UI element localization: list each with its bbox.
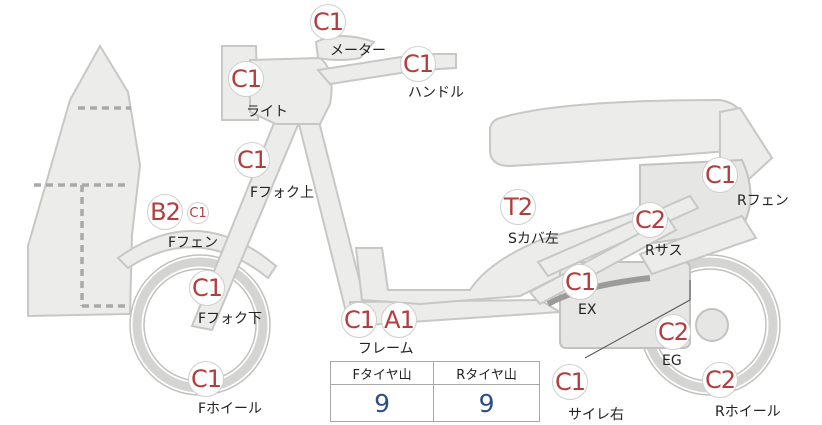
front-leg-shield <box>27 44 142 318</box>
front-wheel-label: Fホイール <box>198 401 263 417</box>
front-tire-header: Fタイヤ山 <box>329 361 435 385</box>
muffler-right-label: サイレ右 <box>568 407 624 423</box>
fork-lower-label: Fフォク下 <box>198 311 263 327</box>
frame-sub-grade-badge: A1 <box>381 302 417 338</box>
front-tire-value: 9 <box>329 384 435 422</box>
light-label: ライト <box>246 104 288 120</box>
muffler-leader-line <box>584 299 691 359</box>
light-grade-badge: C1 <box>228 61 264 97</box>
tire-tread-table: Fタイヤ山 Rタイヤ山 9 9 <box>329 361 540 422</box>
rear-tire-header: Rタイヤ山 <box>433 361 540 385</box>
frame-downtube-shape <box>294 108 368 314</box>
engine-label: EG <box>662 353 682 369</box>
rear-suspension-shape <box>638 214 758 276</box>
shield-dash-lines <box>34 106 131 308</box>
muffler-right-grade-badge: C1 <box>552 364 588 400</box>
frame-grade-badge: C1 <box>341 302 377 338</box>
fork-upper-label: Fフォク上 <box>250 185 315 201</box>
front-wheel-grade-badge: C1 <box>188 361 224 397</box>
rear-wheel-label: Rホイール <box>715 404 781 420</box>
rear-suspension-grade-badge: C2 <box>632 202 668 238</box>
exhaust-grade-badge: C1 <box>562 264 598 300</box>
exhaust-label: EX <box>578 302 597 318</box>
rear-fender-grade-badge: C1 <box>702 157 738 193</box>
frame-label: フレーム <box>358 341 414 357</box>
side-cover-left-label: Sカバ左 <box>508 231 559 247</box>
seat-shape <box>489 98 746 168</box>
rear-wheel-grade-badge: C2 <box>702 362 738 398</box>
rear-tire-value: 9 <box>433 384 540 422</box>
front-fender-label: Fフェン <box>168 235 219 251</box>
fork-lower-grade-badge: C1 <box>189 270 225 306</box>
side-cover-left-grade-badge: T2 <box>500 189 536 225</box>
rear-suspension-label: Rサス <box>645 243 683 259</box>
front-fender-sub-grade-badge: C1 <box>187 202 209 224</box>
meter-grade-badge: C1 <box>310 4 346 40</box>
rear-hub-shape <box>695 308 729 342</box>
handle-grade-badge: C1 <box>400 46 436 82</box>
handle-label: ハンドル <box>408 85 464 101</box>
front-fender-grade-badge: B2 <box>147 194 183 230</box>
rear-fender-label: Rフェン <box>737 193 789 209</box>
head-cover-shape <box>249 56 333 125</box>
fork-upper-grade-badge: C1 <box>234 142 270 178</box>
meter-label: メーター <box>330 43 386 59</box>
engine-grade-badge: C2 <box>655 314 691 350</box>
